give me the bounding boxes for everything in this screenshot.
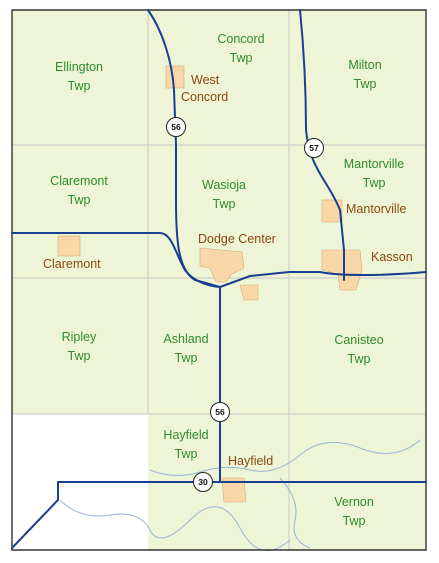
highway-57-road [299, 9, 345, 281]
township-suffix: Twp [67, 349, 91, 363]
township-label-milton: Milton Twp [348, 56, 381, 94]
highway-56-south-shield: 56 [210, 402, 230, 422]
highway-56-north-shield: 56 [166, 117, 186, 137]
city-label-dodge-center: Dodge Center [198, 232, 276, 246]
township-suffix: Twp [67, 193, 91, 207]
township-suffix: Twp [67, 79, 91, 93]
highways [11, 9, 427, 549]
highway-57-shield: 57 [304, 138, 324, 158]
township-label-ashland: Ashland Twp [163, 330, 208, 368]
city-label-kasson: Kasson [371, 250, 413, 264]
township-suffix: Twp [174, 351, 198, 365]
township-name: Milton [348, 58, 382, 72]
city-label-hayfield: Hayfield [228, 454, 274, 468]
township-label-claremont: Claremont Twp [50, 172, 108, 210]
city-label-claremont: Claremont [43, 257, 101, 271]
township-name: Vernon [334, 495, 374, 509]
township-label-canisteo: Canisteo Twp [334, 331, 383, 369]
city-name-line2: Concord [181, 90, 229, 104]
township-suffix: Twp [342, 514, 366, 528]
city-label-west-concord: West Concord [181, 72, 228, 106]
dodge-center-area-2 [239, 284, 259, 301]
township-suffix: Twp [362, 176, 386, 190]
city-name-line1: West [191, 73, 220, 87]
township-suffix: Twp [212, 197, 236, 211]
county-border [11, 9, 427, 551]
township-label-concord: Concord Twp [217, 30, 264, 68]
township-label-hayfield: Hayfield Twp [163, 426, 208, 464]
township-name: Ashland [163, 332, 209, 346]
township-suffix: Twp [229, 51, 253, 65]
township-name: Ellington [55, 60, 103, 74]
west-concord-area [165, 65, 185, 89]
city-areas [57, 65, 363, 503]
township-label-ripley: Ripley Twp [62, 328, 97, 366]
highway-30-shield: 30 [193, 472, 213, 492]
highway-14-road [219, 271, 427, 288]
township-label-ellington: Ellington Twp [55, 58, 103, 96]
township-label-wasioja: Wasioja Twp [202, 176, 246, 214]
township-suffix: Twp [353, 77, 377, 91]
claremont-road [11, 232, 221, 288]
mantorville-area [321, 199, 343, 223]
township-label-mantorville: Mantorville Twp [344, 155, 404, 193]
highway-30-west-spur [11, 481, 59, 549]
city-label-mantorville: Mantorville [346, 202, 407, 216]
township-name: Mantorville [343, 157, 405, 171]
township-suffix: Twp [174, 447, 198, 461]
township-suffix: Twp [347, 352, 371, 366]
township-label-vernon: Vernon Twp [334, 493, 374, 531]
kasson-area [321, 249, 363, 291]
claremont-area [57, 235, 81, 257]
dodge-center-area [199, 247, 245, 283]
township-name: Hayfield [163, 428, 209, 442]
township-name: Claremont [50, 174, 108, 188]
township-name: Wasioja [202, 178, 246, 192]
township-name: Ripley [61, 330, 97, 344]
hayfield-area [221, 477, 247, 503]
township-name: Canisteo [334, 333, 384, 347]
township-name: Concord [217, 32, 265, 46]
